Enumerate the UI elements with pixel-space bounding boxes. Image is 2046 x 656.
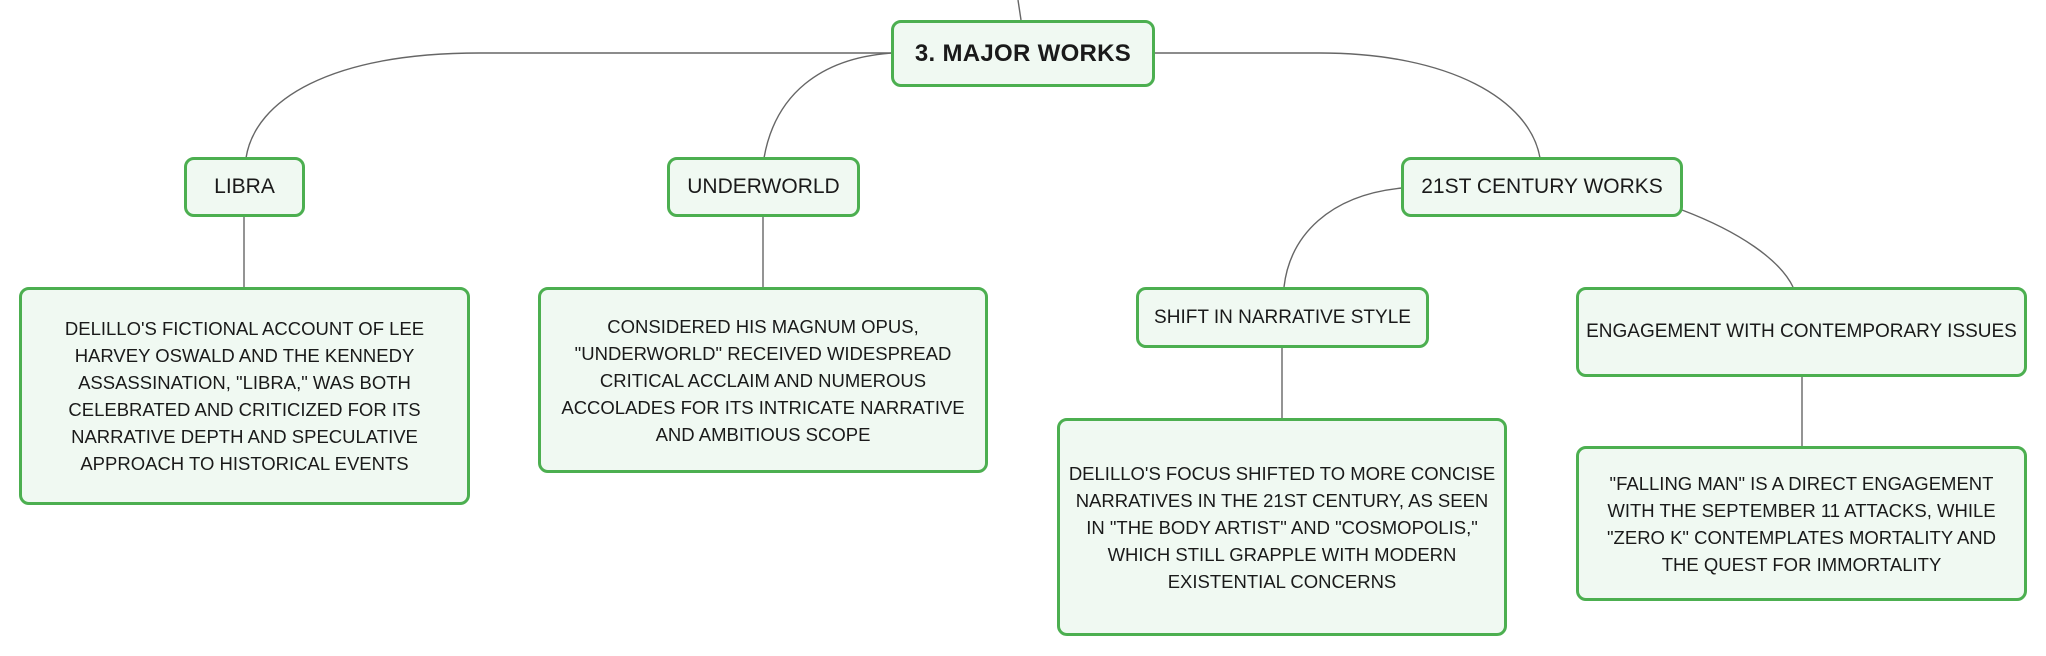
node-underworld-description[interactable]: CONSIDERED HIS MAGNUM OPUS, "UNDERWORLD"…: [538, 287, 988, 473]
node-engagement-description[interactable]: "FALLING MAN" IS A DIRECT ENGAGEMENT WIT…: [1576, 446, 2027, 601]
edge-century-to-shift: [1283, 187, 1403, 288]
edge-century-to-engagement: [1681, 209, 1794, 288]
edge-parent-to-root: [1017, 0, 1022, 21]
node-shift-description[interactable]: DELILLO'S FOCUS SHIFTED TO MORE CONCISE …: [1057, 418, 1507, 636]
node-libra-description[interactable]: DELILLO'S FICTIONAL ACCOUNT OF LEE HARVE…: [19, 287, 470, 505]
node-21st-century-works[interactable]: 21ST CENTURY WORKS: [1401, 157, 1683, 217]
node-libra[interactable]: LIBRA: [184, 157, 305, 217]
node-underworld[interactable]: UNDERWORLD: [667, 157, 860, 217]
edge-root-to-century: [1154, 52, 1541, 159]
node-shift-in-narrative-style[interactable]: SHIFT IN NARRATIVE STYLE: [1136, 287, 1429, 348]
node-engagement-with-contemporary-issues[interactable]: ENGAGEMENT WITH CONTEMPORARY ISSUES: [1576, 287, 2027, 377]
node-root[interactable]: 3. MAJOR WORKS: [891, 20, 1155, 87]
edge-root-to-libra: [245, 52, 892, 159]
edge-root-to-underworld: [763, 52, 893, 159]
